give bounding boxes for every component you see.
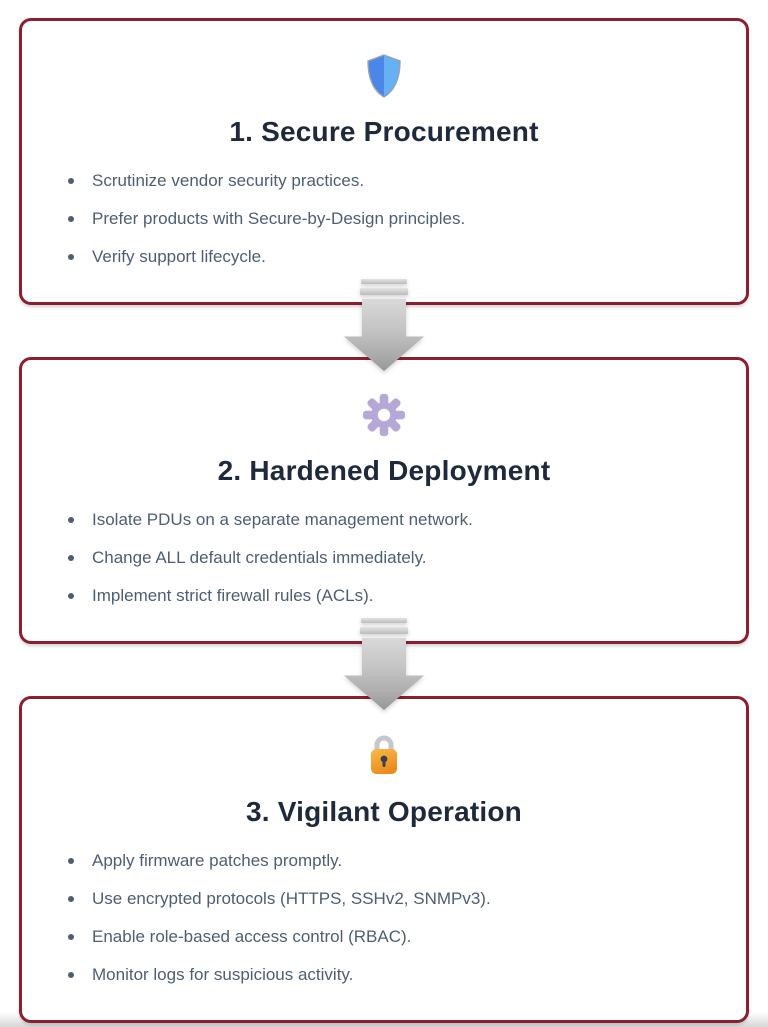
bullet-item: Change ALL default credentials immediate… — [68, 539, 716, 577]
shield-icon — [364, 53, 404, 104]
bullet-item: Scrutinize vendor security practices. — [68, 162, 716, 200]
arrow-stripe — [360, 627, 408, 634]
lock-icon — [364, 731, 404, 784]
step-3-title: 3. Vigilant Operation — [246, 796, 522, 827]
down-arrow-icon — [344, 279, 424, 371]
down-arrow-icon — [344, 618, 424, 710]
step-3-icon-row — [22, 731, 746, 784]
step-box-hardened-deployment: 2. Hardened Deployment Isolate PDUs on a… — [19, 357, 749, 644]
step-1-bullets: Scrutinize vendor security practices. Pr… — [22, 162, 746, 276]
bullet-item: Use encrypted protocols (HTTPS, SSHv2, S… — [68, 880, 716, 918]
step-3-bullets: Apply firmware patches promptly. Use enc… — [22, 842, 746, 994]
step-1-icon-row — [22, 53, 746, 104]
step-2-title: 2. Hardened Deployment — [217, 455, 551, 486]
arrow-body — [344, 638, 424, 710]
arrow-stripe — [361, 279, 407, 284]
bullet-item: Enable role-based access control (RBAC). — [68, 918, 716, 956]
arrow-stripe — [360, 288, 408, 295]
bullet-item: Prefer products with Secure-by-Design pr… — [68, 200, 716, 238]
arrow-body — [344, 299, 424, 371]
bullet-item: Isolate PDUs on a separate management ne… — [68, 501, 716, 539]
step-2-icon-row — [22, 392, 746, 443]
bullet-item: Monitor logs for suspicious activity. — [68, 956, 716, 994]
step-box-vigilant-operation: 3. Vigilant Operation Apply firmware pat… — [19, 696, 749, 1023]
bullet-item: Implement strict firewall rules (ACLs). — [68, 577, 716, 615]
bullet-item: Verify support lifecycle. — [68, 238, 716, 276]
arrow-stripe — [361, 618, 407, 623]
step-box-secure-procurement: 1. Secure Procurement Scrutinize vendor … — [19, 18, 749, 305]
step-1-title: 1. Secure Procurement — [229, 116, 539, 147]
step-2-bullets: Isolate PDUs on a separate management ne… — [22, 501, 746, 615]
bullet-item: Apply firmware patches promptly. — [68, 842, 716, 880]
gear-icon — [361, 392, 407, 443]
